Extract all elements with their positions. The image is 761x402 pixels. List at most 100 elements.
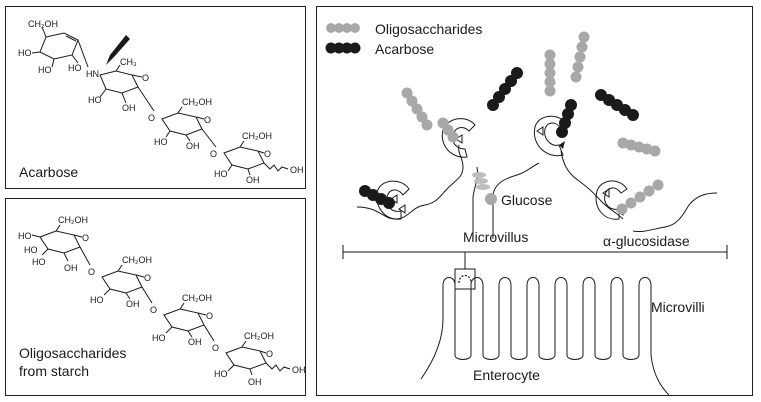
acarbose-bead [627, 109, 639, 121]
oligosaccharide-bead [652, 179, 664, 191]
legend-acarbose-bead [325, 42, 337, 54]
oligosaccharides-panel: HO CH₂OH O HO HO OH O CH₂OH O HO OH O CH… [5, 198, 306, 396]
sugar-ring [101, 270, 143, 294]
bond [73, 234, 83, 238]
oligosaccharide-bead [625, 197, 637, 209]
oligosaccharide-bead [544, 85, 556, 97]
legend-oligosaccharide-beads [326, 23, 360, 33]
wavy-bond [265, 362, 291, 372]
oligosaccharide-bead [616, 203, 628, 215]
oligosaccharide-bead [576, 41, 588, 53]
zoom-box [454, 268, 476, 290]
bond [71, 54, 79, 64]
microvillus-label: Microvillus [463, 229, 529, 245]
sugar-ring [161, 112, 203, 136]
atom-label: O [150, 305, 157, 315]
atom-label: CH₂OH [242, 131, 272, 141]
atom-label: CH₂OH [244, 331, 274, 341]
oligosaccharide-bead [649, 145, 661, 157]
acarbose-bead [556, 126, 568, 138]
oligosaccharide-bead [447, 131, 459, 143]
bond [179, 302, 185, 310]
legend-acarbose-bead [333, 42, 345, 54]
atom-label: HO [90, 295, 104, 305]
bond [197, 312, 207, 316]
oligosaccharide-bead [406, 95, 418, 107]
double-bond [65, 35, 77, 42]
atom-label: HO [214, 369, 228, 379]
acarbose-panel: CH₂OH HO HO HO HN CH₃ O HO OH O CH₂OH O … [5, 6, 306, 189]
atom-label: HO [18, 48, 32, 58]
bond [165, 326, 173, 334]
atom-label: HO [154, 137, 168, 147]
bond [51, 58, 55, 68]
oligosaccharide-bead [421, 119, 433, 131]
atom-label: CH₂OH [28, 19, 58, 29]
oligosaccharide-bead [570, 71, 582, 83]
legend-oligo-bead [350, 23, 360, 33]
atom-label: OH [64, 263, 78, 273]
atom-label: O [264, 149, 271, 159]
glucosidase-label: α-glucosidase [603, 233, 690, 249]
wavy-bond [263, 162, 289, 172]
oligosaccharide-bead [572, 61, 584, 73]
bond [99, 88, 107, 98]
atom-label: CH₂OH [182, 293, 212, 303]
acarbose-structure: CH₂OH HO HO HO HN CH₃ O HO OH O CH₂OH O … [18, 19, 304, 185]
atom-label: HO [88, 95, 102, 105]
bond [195, 116, 205, 120]
bond [141, 286, 153, 304]
atom-label: HN [86, 69, 99, 79]
sugar-ring [39, 230, 81, 254]
bond [227, 164, 233, 172]
sugar-ring [163, 308, 205, 332]
legend-oligo-bead [334, 23, 344, 33]
microvilli-label: Microvilli [651, 299, 705, 315]
acarbose-label: Acarbose [19, 164, 79, 180]
bond [79, 246, 91, 266]
legend-acarbose-bead [341, 42, 353, 54]
bond [115, 64, 121, 72]
acarbose-bead [383, 197, 395, 209]
enterocyte-label: Enterocyte [473, 367, 540, 383]
atom-label: O [88, 267, 95, 277]
atom-label: O [82, 233, 89, 243]
zoom-detail [458, 274, 472, 284]
atom-label: O [142, 73, 149, 83]
oligosaccharide-bead [643, 185, 655, 197]
mechanism-illustration [325, 23, 728, 396]
atom-label: OH [186, 141, 200, 151]
bond [77, 39, 89, 68]
bond [201, 128, 217, 148]
oligosaccharide-bead [411, 103, 423, 115]
atom-label: O [212, 343, 219, 353]
atom-label: OH [290, 165, 304, 175]
legend-oligosaccharides-label: Oligosaccharides [375, 21, 483, 37]
bond [125, 292, 131, 300]
atom-label: OH [246, 175, 260, 185]
bond [135, 274, 145, 278]
microvillus-bracket [342, 245, 728, 259]
atom-label: CH₂OH [122, 255, 152, 265]
bond [121, 92, 127, 104]
legend-acarbose-bead [349, 42, 361, 54]
bond [227, 364, 235, 372]
bond [55, 224, 61, 232]
bond [257, 150, 265, 154]
bond [187, 330, 193, 338]
bond [41, 248, 49, 256]
atom-label: O [148, 113, 155, 123]
legend-acarbose-label: Acarbose [375, 41, 435, 57]
bond [137, 86, 155, 112]
oligosaccharide-bead [544, 76, 556, 88]
glucose-molecule [485, 193, 497, 205]
atom-label: HO [214, 169, 228, 179]
legend-acarbose-beads [325, 42, 361, 54]
alpha-glucosidase-enzyme [533, 115, 568, 157]
bond [165, 130, 171, 138]
oligosaccharide-bead [578, 31, 590, 43]
bond [31, 51, 41, 54]
oligosaccharide-bead [634, 191, 646, 203]
oligosaccharide-bead [416, 111, 428, 123]
oligosaccharide-bead [401, 87, 413, 99]
